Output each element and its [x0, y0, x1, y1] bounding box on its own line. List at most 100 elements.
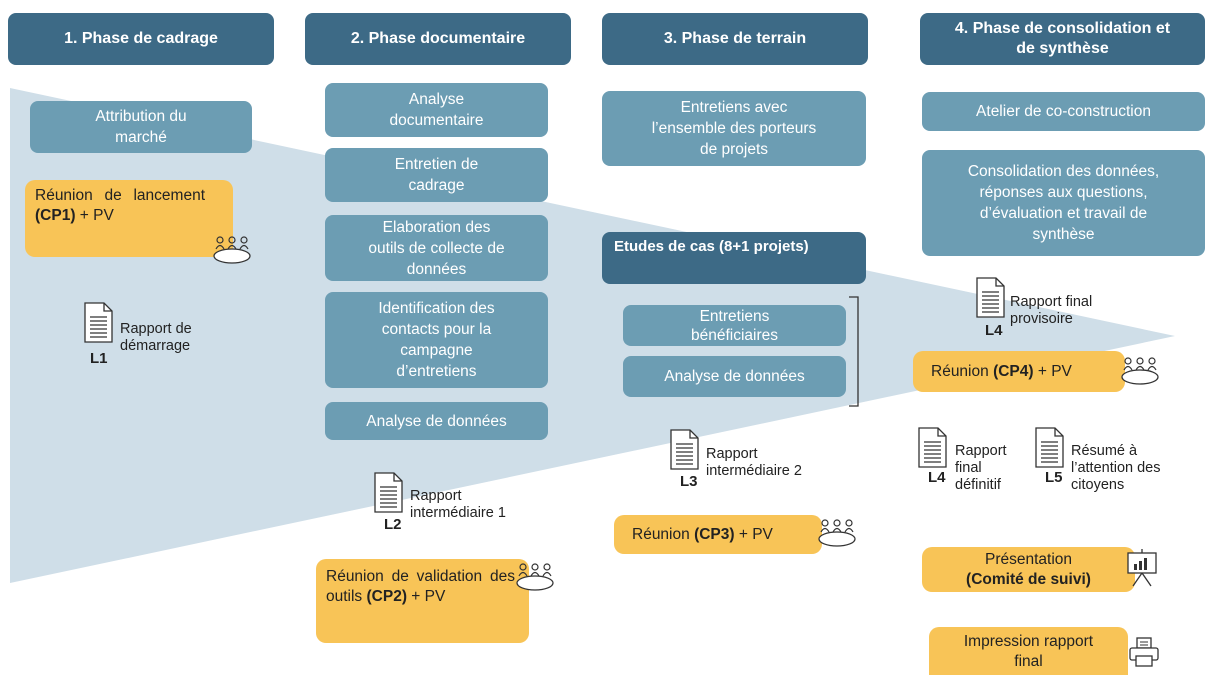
deliverable-l1-label: Rapport de démarrage — [120, 321, 192, 355]
entretiens-porteurs-line2: l’ensemble des porteurs — [651, 120, 817, 137]
etudes-de-cas-label: Etudes de cas (8+1 projets) — [614, 238, 809, 255]
reunion-lancement-code: (CP1) — [35, 207, 76, 224]
phase-header-consolidation: 4. Phase de consolidation et de synthèse — [920, 13, 1205, 65]
analyse-donnees-3-label: Analyse de données — [664, 368, 805, 385]
entretiens-beneficiaires-box: Entretiens bénéficiaires — [623, 305, 846, 346]
entretiens-beneficiaires-line2: bénéficiaires — [690, 326, 779, 344]
reunion-validation-box: Réunion de validation des outils (CP2) +… — [316, 559, 529, 643]
phase-title-3: 3. Phase de terrain — [663, 30, 807, 47]
deliverable-l4b-line3: définitif — [955, 477, 1001, 493]
identification-contacts-box: Identification des contacts pour la camp… — [325, 292, 548, 388]
impression-line1: Impression rapport — [963, 633, 1094, 650]
phase-title-2: 2. Phase documentaire — [350, 30, 526, 47]
presentation-comite-box: Présentation (Comité de suivi) — [922, 547, 1135, 592]
deliverable-l3-line2: intermédiaire 2 — [706, 463, 802, 479]
atelier-label: Atelier de co-construction — [976, 103, 1151, 120]
document-icon — [976, 277, 1005, 318]
analyse-donnees-box-3: Analyse de données — [623, 356, 846, 397]
document-icon — [1035, 427, 1064, 468]
identification-line1: Identification des — [378, 300, 495, 317]
analyse-doc-line2: documentaire — [389, 112, 484, 129]
reunion-cp3-code: (CP3) — [694, 525, 735, 543]
consolidation-line1: Consolidation des données, — [967, 163, 1160, 180]
reunion-cp4-code: (CP4) — [993, 362, 1034, 380]
deliverable-code-l3: L3 — [680, 473, 698, 490]
deliverable-code-l2: L2 — [384, 516, 402, 533]
consolidation-line4: synthèse — [1032, 226, 1095, 243]
reunion-validation-code: (CP2) — [366, 588, 407, 605]
deliverable-l4a-line1: Rapport final — [1010, 294, 1093, 310]
phase-title-1: 1. Phase de cadrage — [64, 30, 218, 47]
phase-title-4-line1: 4. Phase de consolidation et — [954, 20, 1171, 37]
elaboration-line2: outils de collecte de — [368, 239, 505, 257]
consolidation-line2: réponses aux questions, — [979, 184, 1148, 201]
entretiens-porteurs-box: Entretiens avec l’ensemble des porteurs … — [602, 91, 866, 166]
analyse-doc-line1: Analyse — [408, 91, 465, 108]
entretiens-porteurs-line3: de projets — [699, 141, 769, 158]
document-icon — [918, 427, 947, 468]
reunion-cp4-pv: + PV — [1037, 362, 1072, 380]
entretien-cadrage-box: Entretien de cadrage — [325, 148, 548, 202]
presentation-line2: (Comité de suivi) — [966, 571, 1091, 588]
reunion-cp4-text: Réunion — [931, 362, 989, 380]
meeting-icon — [516, 563, 554, 591]
reunion-lancement-box: Réunion de lancement (CP1) + PV — [25, 180, 233, 257]
identification-line4: d’entretiens — [396, 363, 477, 380]
etudes-de-cas-box: Etudes de cas (8+1 projets) — [602, 232, 866, 284]
deliverable-l1-line1: Rapport de — [120, 321, 192, 337]
meeting-icon — [1121, 357, 1159, 385]
reunion-cp3-box: Réunion (CP3) + PV — [614, 515, 822, 554]
reunion-lancement-pv: + PV — [79, 207, 114, 224]
deliverable-l4a-line2: provisoire — [1010, 311, 1073, 327]
deliverable-l4b-line1: Rapport — [955, 443, 1007, 459]
reunion-lancement-text: Réunion de lancement — [35, 187, 205, 204]
deliverable-l4b-line2: final — [955, 460, 982, 476]
deliverable-l4a-label: Rapport final provisoire — [1010, 294, 1092, 328]
atelier-co-construction-box: Atelier de co-construction — [922, 92, 1205, 131]
deliverable-l2-line1: Rapport — [410, 488, 462, 504]
entretiens-porteurs-line1: Entretiens avec — [680, 99, 788, 116]
deliverable-code-l4a: L4 — [985, 322, 1003, 339]
analyse-documentaire-box: Analyse documentaire — [325, 83, 548, 137]
elaboration-line1: Elaboration des — [382, 218, 491, 236]
deliverable-l5-line1: Résumé à — [1071, 443, 1138, 459]
presentation-line1: Présentation — [984, 551, 1073, 568]
entretien-cadrage-line1: Entretien de — [394, 156, 479, 173]
entretiens-beneficiaires-line1: Entretiens — [699, 307, 770, 325]
phase-title-4-line2: de synthèse — [1016, 40, 1109, 57]
document-icon — [84, 302, 113, 343]
identification-line2: contacts pour la — [381, 321, 492, 338]
deliverable-l5-line3: citoyens — [1071, 477, 1125, 493]
meeting-icon — [818, 519, 856, 547]
reunion-cp3-text: Réunion — [632, 525, 690, 543]
reunion-validation-text: Réunion de validation des outils — [326, 568, 515, 605]
deliverable-l5-label: Résumé à l’attention des citoyens — [1071, 443, 1160, 494]
deliverable-code-l4b: L4 — [928, 469, 946, 486]
deliverable-l4b-label: Rapport final définitif — [955, 443, 1007, 494]
deliverable-l3-line1: Rapport — [706, 446, 758, 462]
consolidation-donnees-box: Consolidation des données, réponses aux … — [922, 150, 1205, 256]
presentation-icon — [1127, 549, 1157, 587]
document-icon — [670, 429, 699, 470]
impression-rapport-box: Impression rapport final — [929, 627, 1128, 675]
elaboration-line3: données — [406, 260, 467, 278]
phase-header-documentaire: 2. Phase documentaire — [305, 13, 571, 65]
deliverable-l2-label: Rapport intermédiaire 1 — [410, 488, 506, 522]
document-icon — [374, 472, 403, 513]
identification-line3: campagne — [400, 342, 473, 359]
entretien-cadrage-line2: cadrage — [408, 177, 465, 194]
impression-line2: final — [1014, 653, 1043, 670]
deliverable-l2-line2: intermédiaire 1 — [410, 505, 506, 521]
analyse-donnees-2-label: Analyse de données — [366, 412, 507, 430]
printer-icon — [1129, 637, 1159, 667]
attribution-marche-box: Attribution du marché — [30, 101, 252, 153]
deliverable-code-l5: L5 — [1045, 469, 1063, 486]
deliverable-l1-line2: démarrage — [120, 338, 191, 354]
attribution-line2: marché — [115, 129, 167, 146]
deliverable-l5-line2: l’attention des — [1071, 460, 1161, 476]
attribution-line1: Attribution du — [95, 108, 187, 125]
bracket — [849, 296, 859, 407]
reunion-cp4-box: Réunion (CP4) + PV — [913, 351, 1125, 392]
elaboration-outils-box: Elaboration des outils de collecte de do… — [325, 215, 548, 281]
